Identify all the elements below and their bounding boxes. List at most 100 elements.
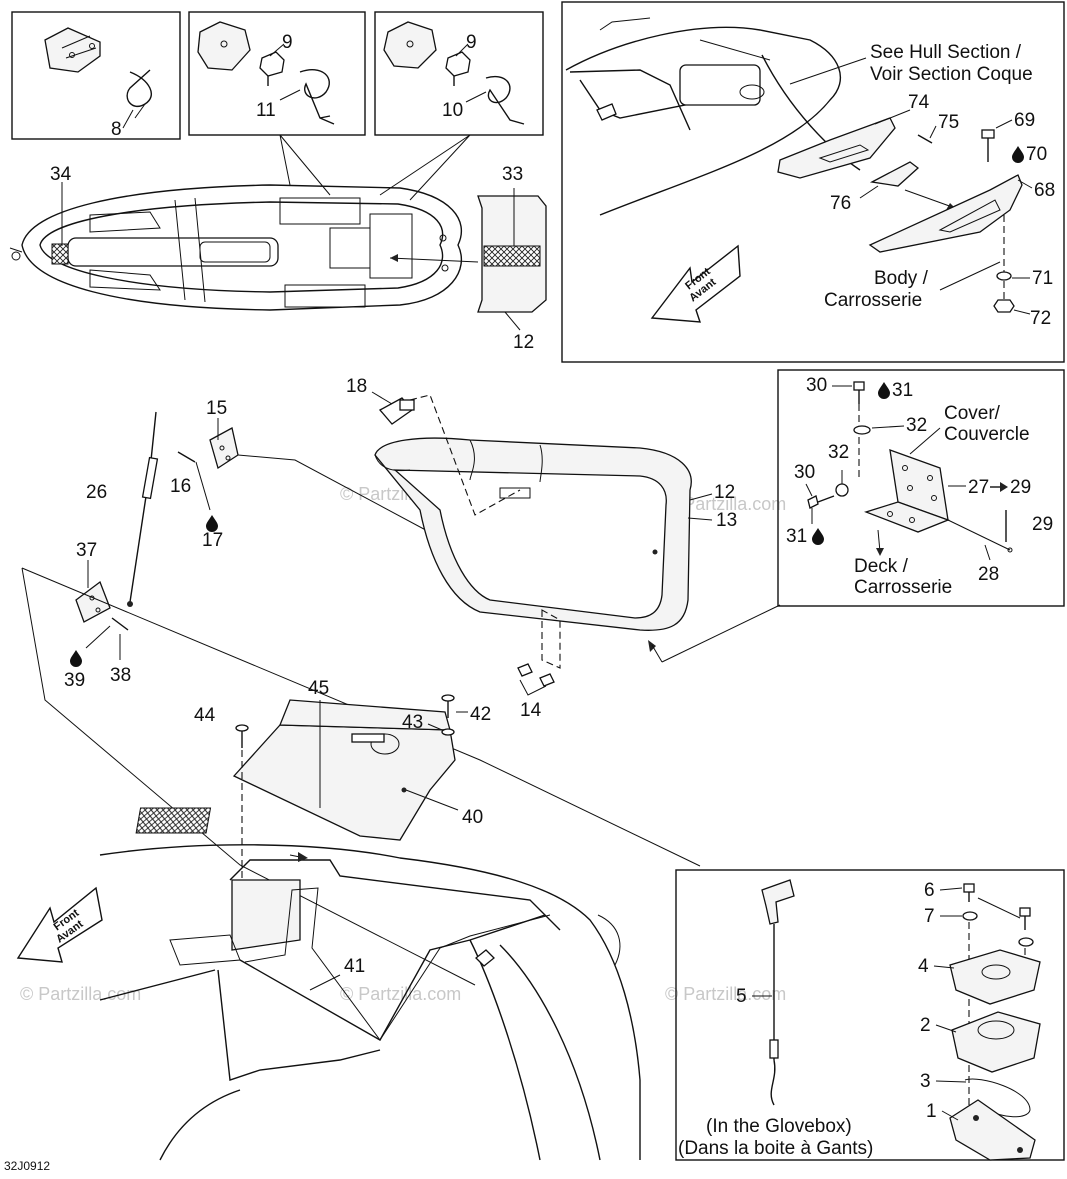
callout-14: 14 — [520, 700, 542, 721]
part-gas-strut — [127, 411, 159, 607]
callout-32: 32 — [828, 442, 849, 463]
adhesive-drop-icon — [70, 650, 82, 667]
part-hinge-37 — [75, 580, 111, 623]
bolt-30-side — [807, 495, 835, 509]
part-68 — [868, 174, 1023, 253]
front-direction-arrow-icon: Front Avant — [650, 244, 741, 323]
callout-32: 32 — [906, 415, 927, 436]
latch-detail-box — [675, 869, 1065, 1161]
glovebox-note: (Dans la boite à Gants) — [678, 1138, 873, 1159]
callout-11: 11 — [256, 100, 276, 121]
callout-42: 42 — [470, 704, 491, 725]
cover-note: Cover/ — [944, 403, 1001, 424]
washer-32 — [835, 483, 849, 497]
adhesive-drop-icon — [812, 528, 824, 545]
callout-8: 8 — [111, 119, 122, 140]
bolt-30-top — [853, 381, 865, 404]
callout-27: 27 — [968, 477, 989, 498]
callout-2: 2 — [920, 1015, 931, 1036]
part-76 — [869, 161, 920, 187]
callout-12: 12 — [513, 332, 534, 353]
callout-33: 33 — [502, 164, 523, 185]
callout-68: 68 — [1034, 180, 1055, 201]
part-clip-screw-tie-a — [197, 21, 335, 125]
callout-31: 31 — [786, 526, 807, 547]
callout-30: 30 — [806, 375, 827, 396]
right-arrow-icon — [990, 482, 1008, 492]
callout-71: 71 — [1032, 268, 1053, 289]
part-18-plunger — [378, 397, 415, 425]
callout-28: 28 — [978, 564, 999, 585]
callout-72: 72 — [1030, 308, 1051, 329]
bracket-27 — [864, 449, 950, 533]
callout-18: 18 — [346, 376, 367, 397]
callout-17: 17 — [202, 530, 223, 551]
callout-76: 76 — [830, 193, 851, 214]
adhesive-drop-icon — [1012, 146, 1024, 163]
screw-44 — [235, 724, 249, 748]
diagram-code: 32J0912 — [4, 1159, 50, 1173]
callout-10: 10 — [442, 100, 463, 121]
front-direction-arrow-icon: Front Avant — [16, 886, 103, 963]
washer-71 — [996, 271, 1012, 281]
part-glovebox-cover — [374, 437, 692, 631]
hull-detail-drawing — [565, 17, 861, 216]
part-hinge-15 — [209, 427, 239, 470]
callout-43: 43 — [402, 712, 423, 733]
inset-box-9-11 — [188, 11, 366, 136]
callout-75: 75 — [938, 112, 959, 133]
part-clip-screw-tie-b — [383, 21, 525, 125]
callout-9: 9 — [466, 32, 477, 53]
deck-note: Carrosserie — [854, 577, 952, 598]
callout-16: 16 — [170, 476, 191, 497]
callout-26: 26 — [86, 482, 107, 503]
body-note: Carrosserie — [824, 290, 922, 311]
bracket-detail-box — [777, 369, 1065, 607]
callout-38: 38 — [110, 665, 131, 686]
callout-29: 29 — [1010, 477, 1031, 498]
callout-37: 37 — [76, 540, 97, 561]
watermark-text: © Partzilla.com — [20, 984, 141, 1004]
callout-12: 12 — [714, 482, 735, 503]
inset-box-9-10 — [374, 11, 544, 136]
callout-4: 4 — [918, 956, 929, 977]
see-hull-note: See Hull Section / — [870, 42, 1022, 63]
callout-1: 1 — [926, 1101, 937, 1122]
callout-29: 29 — [1032, 514, 1053, 535]
callout-3: 3 — [920, 1071, 931, 1092]
part-cover-12-small — [477, 195, 547, 313]
part-74 — [777, 117, 896, 179]
callout-41: 41 — [344, 956, 365, 977]
deck-scene — [99, 844, 641, 1161]
callout-9: 9 — [282, 32, 293, 53]
callout-5: 5 — [736, 986, 747, 1007]
callout-30: 30 — [794, 462, 815, 483]
callout-7: 7 — [924, 906, 935, 927]
callout-6: 6 — [924, 880, 935, 901]
callout-13: 13 — [716, 510, 737, 531]
cover-note: Couvercle — [944, 424, 1030, 445]
watermark-text: © Partzilla.com — [665, 984, 786, 1004]
part-69-bolt — [981, 129, 995, 162]
inset-box-8 — [11, 11, 181, 140]
callout-34: 34 — [50, 164, 72, 185]
part-5-release-cable — [761, 879, 795, 1106]
deck-note: Deck / — [854, 556, 909, 577]
latch-parts — [949, 883, 1041, 1161]
craft-top-view — [9, 184, 463, 311]
part-storage-tray-40 — [135, 699, 456, 841]
see-hull-note: Voir Section Coque — [870, 64, 1033, 85]
screw-42 — [441, 694, 455, 736]
nut-72 — [993, 299, 1015, 313]
callout-39: 39 — [64, 670, 85, 691]
callout-69: 69 — [1014, 110, 1035, 131]
washer-32 — [853, 425, 871, 435]
callout-70: 70 — [1026, 144, 1047, 165]
watermark-text: © Partzilla.com — [340, 984, 461, 1004]
part-bracket-tie — [44, 27, 152, 119]
callout-74: 74 — [908, 92, 930, 113]
callout-31: 31 — [892, 380, 913, 401]
callout-15: 15 — [206, 398, 227, 419]
